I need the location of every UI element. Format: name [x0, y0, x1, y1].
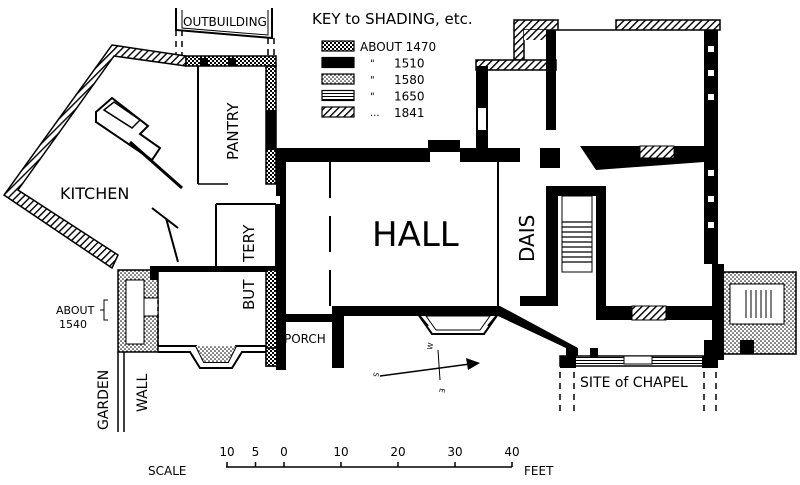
buttery-label-bottom: BUT [240, 279, 258, 310]
compass: W E S [371, 342, 480, 393]
about-1540-block: ABOUT 1540 [56, 269, 159, 353]
compass-w: W [426, 342, 435, 350]
scale-ticks: 10 5 0 10 20 30 40 [219, 445, 520, 467]
scale-tick-label: 10 [219, 445, 234, 459]
key-ditto-mark: " [370, 75, 375, 86]
chapel-site: SITE of CHAPEL [559, 348, 718, 414]
key-label: 1841 [394, 106, 425, 120]
east-wing: DAIS [475, 19, 721, 366]
shading-key: KEY to SHADING, etc. ABOUT 1470 " 1510 " 158… [312, 10, 473, 120]
kitchen-label: KITCHEN [60, 184, 129, 203]
buttery-south-wall [157, 300, 266, 369]
key-swatch-diag [321, 106, 355, 118]
key-ditto-mark: " [370, 92, 375, 103]
scale-tick-label: 0 [280, 445, 288, 459]
chapel-label: SITE of CHAPEL [580, 375, 688, 391]
scale-tick-label: 5 [252, 445, 260, 459]
key-label: 1650 [394, 90, 425, 104]
key-ditto-mark: " [370, 59, 375, 70]
hall-label: HALL [372, 215, 459, 255]
key-label: ABOUT 1470 [360, 40, 436, 54]
tower-stair [745, 290, 772, 318]
porch: PORCH [265, 148, 344, 370]
key-label: 1510 [394, 57, 425, 71]
key-swatch-dots [321, 73, 355, 85]
main-stair [562, 221, 592, 263]
scale-label: SCALE [148, 464, 186, 478]
key-swatch-hlines [321, 89, 355, 102]
garden-label: GARDEN [96, 370, 112, 430]
hall: HALL [286, 140, 500, 335]
scale-unit: FEET [524, 464, 554, 478]
buttery-label-top: TERY [240, 224, 258, 263]
kitchen-wing: KITCHEN [2, 44, 277, 270]
key-label: 1580 [394, 73, 425, 87]
scale-tick-label: 20 [390, 445, 405, 459]
scale-bar: SCALE 10 5 0 10 20 30 40 FEET [148, 445, 554, 478]
scale-tick-label: 10 [333, 445, 348, 459]
key-title: KEY to SHADING, etc. [312, 10, 473, 28]
dais-label: DAIS [515, 215, 539, 262]
outbuilding-label: OUTBUILDING [183, 15, 267, 29]
key-swatch-solid [321, 56, 355, 69]
key-swatch-cross [321, 40, 355, 52]
stair-tower [704, 264, 797, 360]
key-rows: ABOUT 1470 " 1510 " 1580 " 1650... 1841 [321, 40, 436, 120]
outbuilding: OUTBUILDING [175, 8, 275, 62]
compass-s: S [371, 372, 380, 378]
key-ditto-mark: ... [370, 108, 380, 119]
scale-tick-label: 30 [447, 445, 462, 459]
compass-e: E [437, 388, 446, 394]
about-year-label: 1540 [59, 318, 87, 331]
porch-label: PORCH [284, 332, 326, 346]
scale-tick-label: 40 [504, 445, 519, 459]
garden-wall: GARDEN WALL [96, 352, 151, 432]
wall-label: WALL [135, 374, 151, 412]
pantry-label: PANTRY [224, 102, 242, 160]
pantry: PANTRY [197, 65, 277, 185]
about-label: ABOUT [56, 304, 95, 317]
